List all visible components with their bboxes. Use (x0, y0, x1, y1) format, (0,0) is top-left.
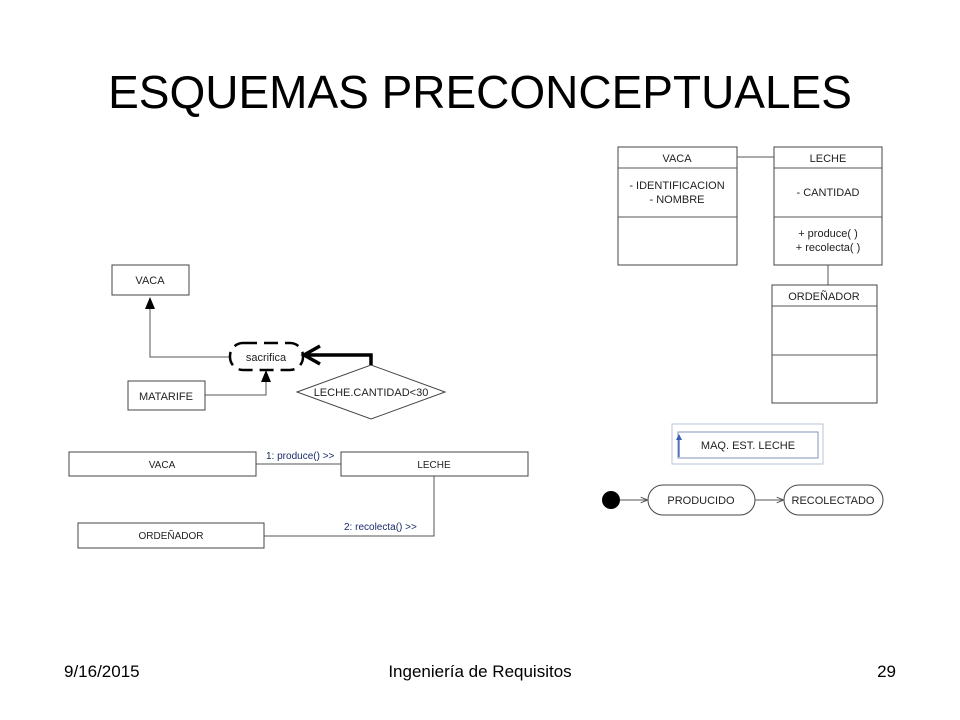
collab-message-2: 2: recolecta() >> (344, 522, 417, 533)
footer-course: Ingeniería de Requisitos (388, 662, 571, 681)
slide-title: ESQUEMAS PRECONCEPTUALES (108, 66, 852, 118)
collab-ordenador-label: ORDEÑADOR (138, 529, 203, 542)
state-machine-marker-icon (676, 434, 682, 440)
class-vaca-attr-2: - NOMBRE (650, 194, 705, 206)
condition-diamond (295, 364, 447, 420)
relation-line-matarife (205, 380, 267, 396)
preconceptual-schema: VACA sacrifica MATARIFE LECHE.CANTIDAD<3… (111, 264, 447, 420)
implication-arrow (306, 353, 373, 365)
class-leche-op-1: + produce( ) (798, 228, 858, 240)
class-vaca-attr-1: - IDENTIFICACION (629, 180, 724, 192)
state-machine: MAQ. EST. LECHE PRODUCIDO RECOLECTADO (602, 423, 884, 516)
class-leche (773, 146, 883, 266)
footer-date: 9/16/2015 (64, 662, 140, 681)
initial-state-dot (602, 491, 620, 509)
class-leche-op-2: + recolecta( ) (796, 242, 861, 254)
collab-ordenador (77, 522, 265, 549)
collab-vaca-label: VACA (149, 460, 176, 471)
class-leche-name: LECHE (810, 153, 847, 165)
arrowhead-vaca (145, 297, 155, 309)
state-producido-label: PRODUCIDO (667, 495, 735, 507)
class-vaca (617, 146, 738, 266)
concept-matarife (127, 380, 206, 411)
footer-page-number: 29 (877, 662, 896, 681)
relation-line-vaca (149, 300, 230, 358)
condition-label: LECHE.CANTIDAD<30 (314, 387, 429, 399)
state-recolectado-label: RECOLECTADO (792, 495, 875, 507)
class-ordenador (771, 284, 878, 404)
collaboration-diagram: VACA LECHE 1: produce() >> ORDEÑADOR 2: … (68, 451, 529, 549)
concept-matarife-label: MATARIFE (139, 391, 193, 403)
concept-vaca-label: VACA (135, 275, 165, 287)
collab-leche-label: LECHE (417, 460, 451, 471)
class-leche-attr-1: - CANTIDAD (797, 187, 860, 199)
implication-arrowhead (300, 344, 321, 366)
relation-sacrifica (228, 341, 305, 372)
state-recolectado (783, 484, 884, 516)
state-machine-header (677, 431, 819, 459)
collab-vaca (68, 451, 257, 477)
class-ordenador-name: ORDEÑADOR (788, 290, 860, 303)
collab-message-1: 1: produce() >> (266, 451, 335, 462)
arrowhead-matarife (261, 370, 271, 382)
class-vaca-name: VACA (662, 153, 692, 165)
class-diagram: VACA - IDENTIFICACION - NOMBRE LECHE - C… (617, 146, 883, 404)
collab-link-2 (264, 476, 435, 537)
state-machine-title: MAQ. EST. LECHE (701, 440, 795, 452)
relation-sacrifica-label: sacrifica (246, 352, 287, 364)
concept-vaca (111, 264, 190, 296)
